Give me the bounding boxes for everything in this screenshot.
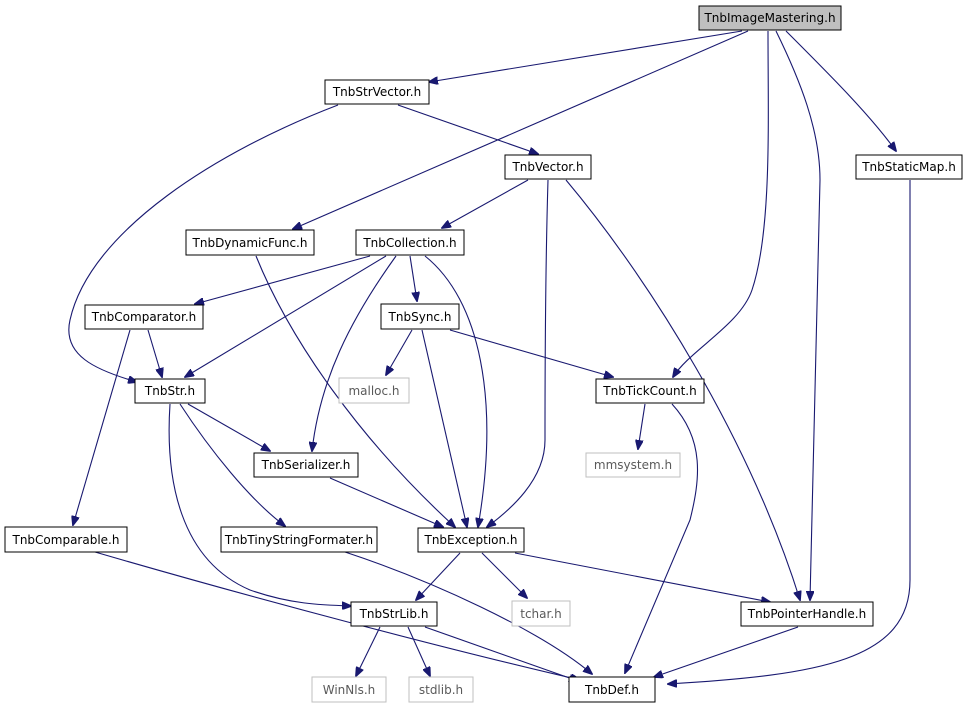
edge-coll-str <box>185 255 387 377</box>
edge-coll-exception <box>424 255 488 527</box>
node-label: mmsystem.h <box>594 458 672 472</box>
edge-exception-tchar <box>481 552 527 598</box>
edge-sync-tick <box>449 329 613 377</box>
edge-img-strvec <box>429 30 743 82</box>
edge-img-staticmap <box>785 30 896 151</box>
node-tnb-tick-count[interactable]: TnbTickCount.h <box>595 378 705 404</box>
node-label: TnbSync.h <box>388 310 452 324</box>
node-winnls[interactable]: WinNls.h <box>311 676 387 703</box>
edge-strvec-str <box>68 104 339 382</box>
edge-img-dynfunc <box>293 30 749 229</box>
node-tnb-image-mastering: TnbImageMastering.h <box>698 5 842 31</box>
edge-exception-strlib <box>416 552 461 600</box>
node-label: TnbTinyStringFormater.h <box>224 533 373 547</box>
edge-strlib-winnls <box>356 626 381 676</box>
node-tnb-str[interactable]: TnbStr.h <box>134 378 206 404</box>
node-label: stdlib.h <box>419 683 463 697</box>
node-label: TnbStaticMap.h <box>861 160 956 174</box>
node-tnb-collection[interactable]: TnbCollection.h <box>355 229 465 256</box>
node-tnb-def[interactable]: TnbDef.h <box>568 676 656 703</box>
edge-tick-mmsystem <box>638 403 646 449</box>
dependency-edges <box>68 30 911 684</box>
node-label: TnbPointerHandle.h <box>747 607 866 621</box>
node-tnb-comparable[interactable]: TnbComparable.h <box>4 526 128 553</box>
node-label: TnbException.h <box>423 533 517 547</box>
node-tnb-str-lib[interactable]: TnbStrLib.h <box>350 601 438 627</box>
node-label: TnbImageMastering.h <box>703 11 835 25</box>
edge-str-tiny <box>179 403 285 526</box>
edge-vector-exception <box>487 179 549 527</box>
header-nodes: TnbImageMastering.h TnbStrVector.h TnbVe… <box>4 5 963 703</box>
edge-img-tick <box>673 30 769 377</box>
node-label: TnbStr.h <box>144 384 195 398</box>
edge-coll-sync <box>409 255 417 301</box>
edge-str-strlib <box>168 403 351 606</box>
edge-strvec-vector <box>397 104 538 154</box>
node-tnb-comparator[interactable]: TnbComparator.h <box>84 304 204 330</box>
node-tnb-vector[interactable]: TnbVector.h <box>504 154 592 180</box>
node-label: TnbCollection.h <box>362 236 456 250</box>
edge-tick-def <box>625 403 699 673</box>
edge-dynfunc-exception <box>255 255 455 527</box>
edge-serializer-exception <box>329 477 443 527</box>
edge-vector-coll <box>442 179 529 228</box>
node-tnb-dynamic-func[interactable]: TnbDynamicFunc.h <box>185 229 315 256</box>
node-label: TnbStrLib.h <box>359 607 429 621</box>
edge-comparator-str <box>147 329 162 377</box>
edge-strlib-def <box>424 626 578 681</box>
node-label: TnbVector.h <box>511 160 583 174</box>
node-label: TnbComparator.h <box>91 310 197 324</box>
node-tchar[interactable]: tchar.h <box>511 600 571 627</box>
node-tnb-serializer[interactable]: TnbSerializer.h <box>253 452 359 478</box>
edge-vector-pointer <box>565 179 800 600</box>
node-tnb-pointer-handle[interactable]: TnbPointerHandle.h <box>740 601 874 627</box>
node-label: TnbStrVector.h <box>332 85 421 99</box>
edge-staticmap-def <box>668 180 911 684</box>
edge-sync-exception <box>421 329 467 527</box>
node-tnb-static-map[interactable]: TnbStaticMap.h <box>855 154 963 180</box>
edge-exception-pointer <box>514 552 770 602</box>
edge-comparable-def <box>94 551 580 680</box>
node-tnb-str-vector[interactable]: TnbStrVector.h <box>324 79 430 105</box>
node-tnb-exception[interactable]: TnbException.h <box>417 527 525 553</box>
edge-pointer-def <box>654 626 799 677</box>
node-label: tchar.h <box>520 607 562 621</box>
node-stdlib[interactable]: stdlib.h <box>408 676 474 703</box>
edge-coll-serializer <box>312 255 397 451</box>
edge-sync-malloc <box>386 329 413 375</box>
edge-tiny-def <box>344 551 592 674</box>
edge-img-pointer <box>775 30 821 600</box>
edge-comparator-comparable <box>73 329 131 525</box>
node-label: malloc.h <box>348 384 399 398</box>
node-label: WinNls.h <box>323 683 376 697</box>
node-malloc[interactable]: malloc.h <box>338 377 410 404</box>
node-tnb-tiny-string-formater[interactable]: TnbTinyStringFormater.h <box>220 526 378 553</box>
node-label: TnbTickCount.h <box>602 384 696 398</box>
edge-str-serializer <box>187 403 270 451</box>
edge-coll-comparator <box>195 255 371 304</box>
node-label: TnbDef.h <box>584 683 639 697</box>
edge-strlib-stdlib <box>407 626 430 676</box>
node-mmsystem[interactable]: mmsystem.h <box>585 452 681 478</box>
node-label: TnbComparable.h <box>12 533 120 547</box>
node-label: TnbSerializer.h <box>261 458 351 472</box>
node-label: TnbDynamicFunc.h <box>192 236 308 250</box>
node-tnb-sync[interactable]: TnbSync.h <box>380 303 460 330</box>
